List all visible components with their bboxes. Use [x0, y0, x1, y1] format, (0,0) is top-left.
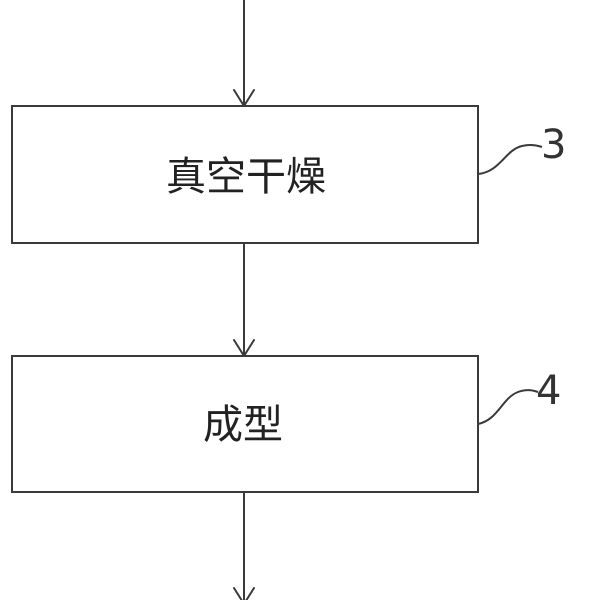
step-label-vacuum-drying: 真空干燥: [166, 154, 326, 200]
step-box-frame: [11, 105, 479, 244]
ref-number-3: 3: [541, 122, 566, 168]
step-box-forming: 成型: [11, 355, 479, 493]
arrow-head-bottom: [233, 587, 255, 600]
ref-leader-4: [477, 389, 539, 425]
step-box-vacuum-drying: 真空干燥: [11, 105, 479, 244]
step-label-forming: 成型: [203, 402, 283, 448]
ref-leader-3: [477, 143, 543, 175]
ref-number-4: 4: [536, 368, 561, 414]
